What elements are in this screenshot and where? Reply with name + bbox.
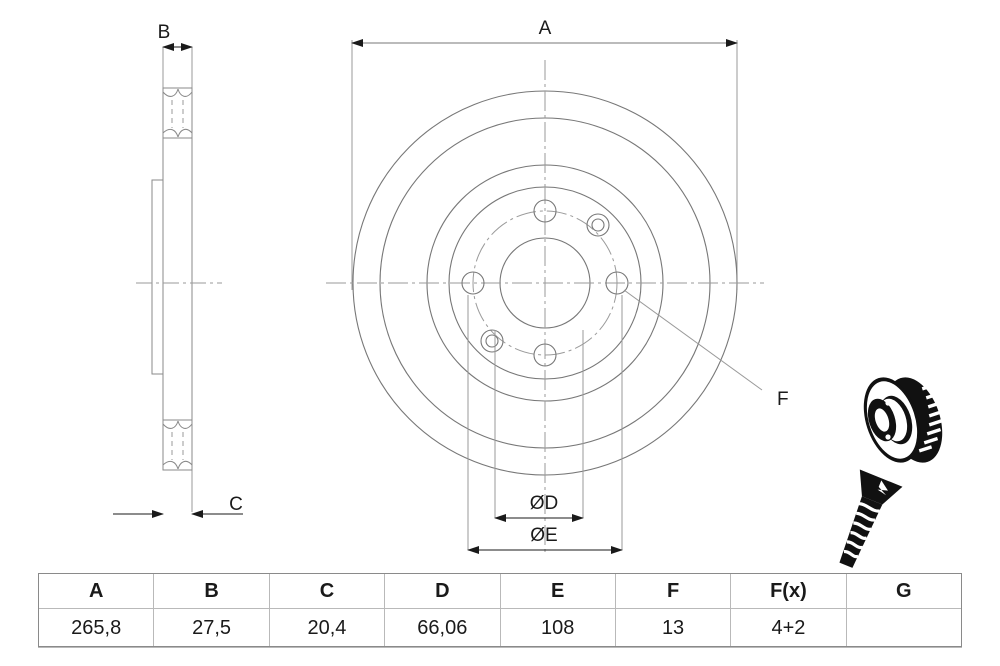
table-value-e: 108 <box>499 608 616 648</box>
hub-step-outline <box>151 179 163 375</box>
bolt-hole-top <box>533 199 557 223</box>
dimension-spec-table: A B C D E F F(x) G 265,8 27,5 20,4 66,06… <box>37 573 963 648</box>
countersunk-screw-3d-illustration <box>839 469 903 568</box>
table-value-b: 27,5 <box>153 608 270 648</box>
dimension-label-e: ØE <box>530 525 557 546</box>
screw-shank <box>839 496 883 568</box>
bolt-hole-bottom <box>533 343 557 367</box>
dimension-label-a: A <box>539 18 552 39</box>
table-value-a: 265,8 <box>37 608 155 648</box>
table-value-d: 66,06 <box>384 608 501 648</box>
f-leader-line <box>623 289 763 391</box>
table-value-c: 20,4 <box>268 608 386 648</box>
table-header-a: A <box>37 573 155 609</box>
dimension-label-d: ØD <box>530 493 559 514</box>
disc-body-outline <box>162 87 193 471</box>
dimension-label-b: B <box>158 22 171 43</box>
dimension-label-c: C <box>229 494 243 515</box>
front-view-group: A <box>326 18 789 556</box>
table-header-fx: F(x) <box>730 573 847 609</box>
bolt-hole-right <box>605 271 629 295</box>
table-header-g: G <box>845 573 963 609</box>
table-header-b: B <box>153 573 270 609</box>
bottom-ring-section <box>162 419 193 471</box>
table-header-f: F <box>614 573 732 609</box>
table-header-e: E <box>499 573 616 609</box>
table-value-fx: 4+2 <box>730 608 847 648</box>
dimension-label-f: F <box>777 389 789 410</box>
top-ring-section <box>162 87 193 139</box>
countersunk-hole-lower-left <box>480 329 504 353</box>
table-value-row: 265,8 27,5 20,4 66,06 108 13 4+2 <box>37 608 963 648</box>
table-value-f: 13 <box>614 608 732 648</box>
side-view-group: B C <box>113 22 243 518</box>
table-header-c: C <box>268 573 386 609</box>
table-value-g <box>845 608 963 648</box>
table-header-row: A B C D E F F(x) G <box>37 573 963 609</box>
bolt-hole-left <box>461 271 485 295</box>
vented-brake-disc-3d-illustration <box>863 377 944 463</box>
table-header-d: D <box>384 573 501 609</box>
countersunk-hole-upper-right <box>586 213 610 237</box>
